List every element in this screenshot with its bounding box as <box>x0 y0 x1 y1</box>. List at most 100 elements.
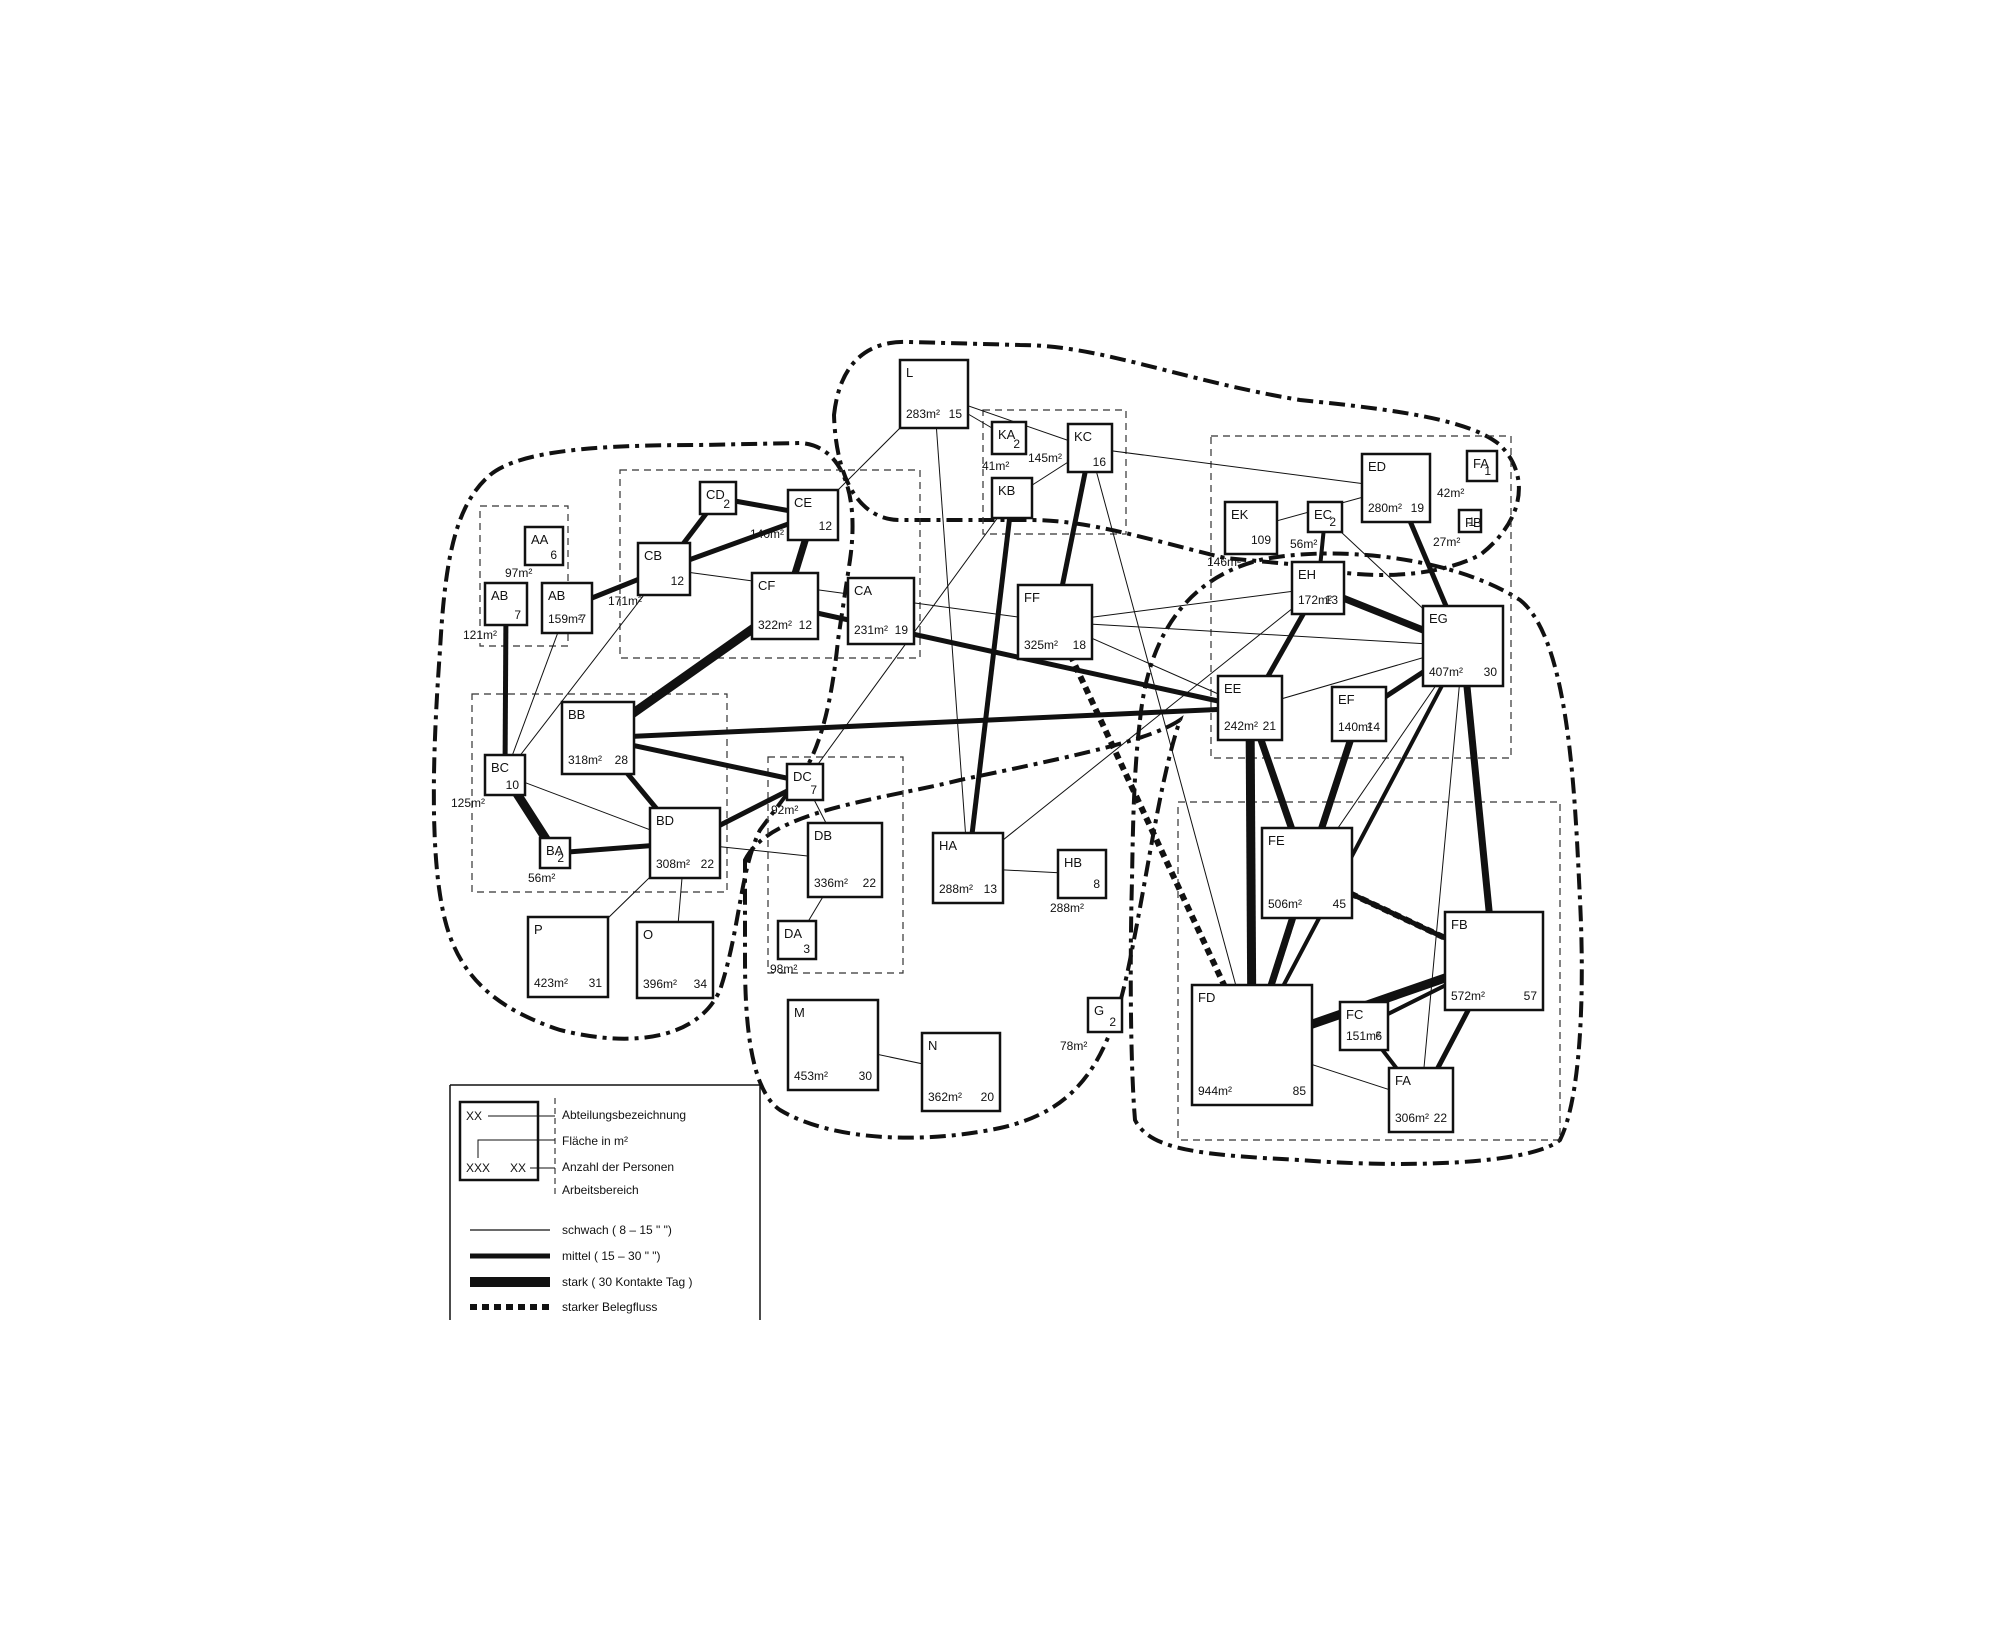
node-box <box>648 806 722 880</box>
node-code: FF <box>1024 590 1040 605</box>
node-persons: 2 <box>1013 437 1020 451</box>
node-box <box>1360 452 1432 524</box>
node-code: FE <box>1268 833 1285 848</box>
edge-KC-FD <box>1089 447 1253 1046</box>
node-box <box>1190 983 1314 1107</box>
node-area: 97m² <box>505 566 532 580</box>
node-box <box>560 700 636 776</box>
node-persons: 85 <box>1293 1084 1307 1098</box>
node-code: AA <box>531 532 549 547</box>
zone-layer <box>431 339 1584 1166</box>
node-code: HB <box>1064 855 1082 870</box>
node-code: BB <box>568 707 585 722</box>
node-box <box>990 420 1028 456</box>
edge-BC-AB1 <box>502 603 509 776</box>
node-code: G <box>1094 1003 1104 1018</box>
node-area: 172m² <box>1298 593 1332 607</box>
node-code: N <box>928 1038 937 1053</box>
node-area: 27m² <box>1433 535 1460 549</box>
node-persons: 13 <box>984 882 998 896</box>
node-area: 336m² <box>814 876 848 890</box>
node-code: O <box>643 927 653 942</box>
node-area: 42m² <box>1437 486 1464 500</box>
zone-outline-4 <box>1128 551 1584 1166</box>
zone-outline-1 <box>831 339 1521 577</box>
node-code: FB <box>1451 917 1468 932</box>
node-ha: HA 13 288m² <box>931 831 1005 905</box>
node-area: 453m² <box>794 1069 828 1083</box>
node-box <box>483 581 529 627</box>
node-code: AB <box>548 588 565 603</box>
edge-FF-EG <box>1054 621 1464 647</box>
node-code: L <box>906 365 913 380</box>
node-persons: 22 <box>701 857 715 871</box>
node-persons: 45 <box>1333 897 1347 911</box>
node-code: ED <box>1368 459 1386 474</box>
workarea-5 <box>471 693 728 893</box>
node-persons: 7 <box>810 783 817 797</box>
node-box <box>990 476 1034 520</box>
node-box <box>1457 508 1483 534</box>
node-code: FA <box>1473 456 1489 471</box>
node-persons: 6 <box>1375 1029 1382 1043</box>
workarea-6 <box>767 756 904 974</box>
node-persons: 31 <box>589 976 603 990</box>
node-box <box>698 480 738 516</box>
node-box <box>1223 500 1279 556</box>
node-persons: 1 <box>1484 464 1491 478</box>
node-code: M <box>794 1005 805 1020</box>
node-area: 151m² <box>1346 1029 1380 1043</box>
edge-HA-EH <box>967 587 1319 869</box>
node-persons: 18 <box>1073 638 1087 652</box>
node-area: 98m² <box>770 962 797 976</box>
node-code: CA <box>854 583 872 598</box>
node-area: 288m² <box>939 882 973 896</box>
node-area: 325m² <box>1024 638 1058 652</box>
legend-sample-area: XXX <box>466 1161 490 1175</box>
node-code: HA <box>939 838 957 853</box>
node-code: EF <box>1338 692 1355 707</box>
node-area: 280m² <box>1368 501 1402 515</box>
node-code: P <box>534 922 543 937</box>
legend-department: Abteilungsbezeichnung <box>562 1108 686 1122</box>
node-area: 288m² <box>1050 901 1084 915</box>
node-box <box>1306 500 1344 534</box>
node-persons: 6 <box>550 548 557 562</box>
node-box <box>931 831 1005 905</box>
node-persons: 12 <box>799 618 813 632</box>
node-area: 146m² <box>1207 555 1241 569</box>
node-area: 944m² <box>1198 1084 1232 1098</box>
node-area: 41m² <box>982 459 1009 473</box>
node-persons: 10 <box>506 778 520 792</box>
node-area: 306m² <box>1395 1111 1429 1125</box>
node-persons: 7 <box>579 612 586 626</box>
legend-sample-code: XX <box>466 1109 482 1123</box>
node-box <box>523 525 565 567</box>
node-box <box>806 821 884 899</box>
node-code: AB <box>491 588 508 603</box>
node-area: 140m² <box>750 527 784 541</box>
node-persons: 20 <box>981 1090 995 1104</box>
edge-FF-FD <box>1052 620 1255 1047</box>
node-box <box>635 920 715 1000</box>
node-persons: 22 <box>1434 1111 1448 1125</box>
